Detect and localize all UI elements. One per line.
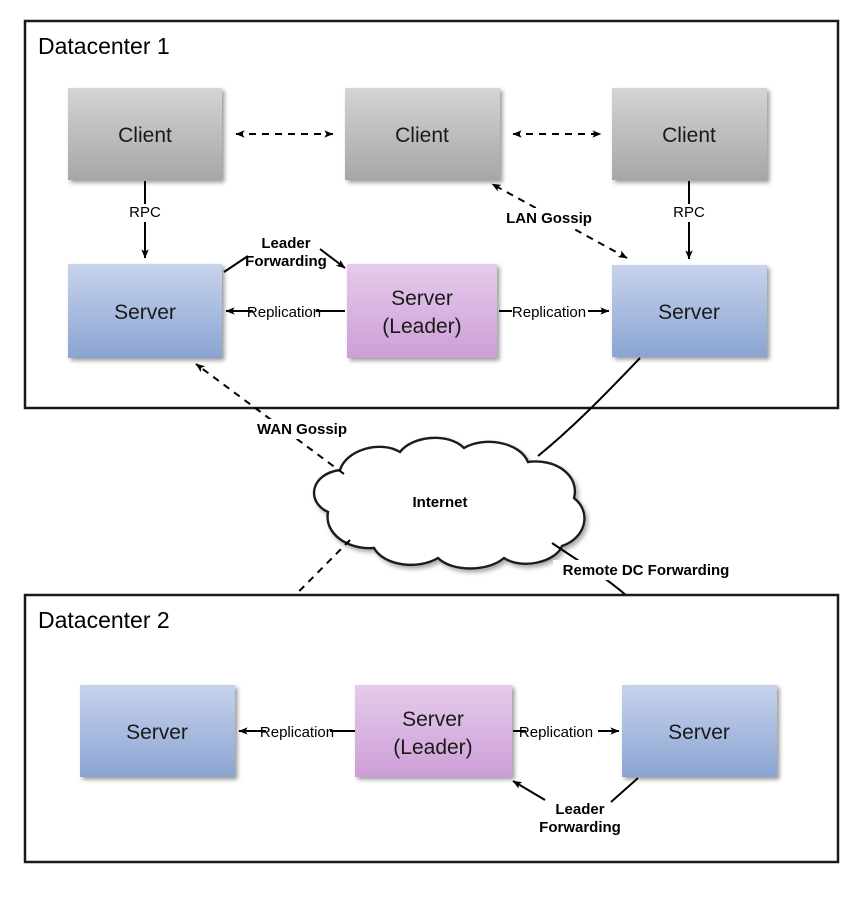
dc2-server-left-box[interactable] (80, 685, 235, 777)
dc1-client-right[interactable]: Client (612, 88, 767, 180)
dc2-server-left-label: Server (126, 721, 188, 744)
edge-leader-forwarding-dc2-head (512, 780, 546, 801)
dc1-server-leader-label-line1: Server (391, 287, 453, 310)
dc2-server-leader-label-line2: (Leader) (393, 736, 472, 759)
rpc-right-label-bg (661, 204, 717, 222)
edge-leader-forwarding-dc1-head (319, 248, 346, 269)
datacenter-2-title: Datacenter 2 (38, 607, 170, 633)
wan-gossip-label-bg (246, 419, 358, 439)
edge-leader-forwarding-dc2-tail (610, 777, 639, 803)
dc1-client-mid[interactable]: Client (345, 88, 500, 180)
remote-dc-forwarding-label-bg (553, 560, 739, 580)
dc2-server-left[interactable]: Server (80, 685, 235, 777)
dc2-server-right[interactable]: Server (622, 685, 777, 777)
dc1-server-right-label: Server (658, 301, 720, 324)
dc1-client-right-box[interactable] (612, 88, 767, 180)
dc1-client-right-label: Client (662, 124, 716, 147)
lan-gossip-label-bg (500, 208, 598, 228)
dc1-server-right[interactable]: Server (612, 265, 767, 357)
dc2-server-right-label: Server (668, 721, 730, 744)
datacenter-1-title: Datacenter 1 (38, 33, 170, 59)
dc1-client-left-box[interactable] (68, 88, 222, 180)
dc1-server-leader-box[interactable] (347, 264, 497, 358)
dc1-server-leader[interactable]: Server (Leader) (347, 264, 497, 358)
edge-dc1-server-right-to-cloud (537, 357, 641, 457)
dc1-server-left-box[interactable] (68, 264, 222, 358)
dc1-server-leader-label-line2: (Leader) (382, 315, 461, 338)
dc1-client-mid-label: Client (395, 124, 449, 147)
edge-leader-forwarding-dc1-tail (223, 255, 249, 273)
edge-label-replication-dc2-right: Replication (519, 724, 593, 741)
dc2-server-leader[interactable]: Server (Leader) (355, 685, 512, 777)
edge-label-wan-gossip: WAN Gossip (257, 421, 347, 438)
edge-label-rpc-left-text: RPC (129, 204, 161, 221)
dc2-server-right-box[interactable] (622, 685, 777, 777)
dc1-server-right-box[interactable] (612, 265, 767, 357)
dc1-server-left-label: Server (114, 301, 176, 324)
edge-label-leader-forwarding-dc1-line1: Leader (261, 235, 310, 252)
internet-cloud: Internet (312, 436, 586, 570)
rpc-left-label-bg (117, 204, 173, 222)
edge-label-replication-dc2-left: Replication (260, 724, 334, 741)
edge-label-lan-gossip: LAN Gossip (506, 210, 592, 227)
edge-label-remote-dc-forwarding: Remote DC Forwarding (563, 562, 730, 579)
edge-label-rpc-right: RPC (673, 204, 705, 221)
dc2-server-leader-label-line1: Server (402, 708, 464, 731)
edge-label-replication-dc1-left: Replication (247, 304, 321, 321)
edge-label-leader-forwarding-dc1-line2: Forwarding (245, 253, 327, 270)
edge-label-leader-forwarding-dc2-line1: Leader (555, 801, 604, 818)
dc1-server-left[interactable]: Server (68, 264, 222, 358)
dc1-client-mid-box[interactable] (345, 88, 500, 180)
dc2-server-leader-box[interactable] (355, 685, 512, 777)
edge-label-replication-dc1-right: Replication (512, 304, 586, 321)
internet-cloud-shape (312, 436, 586, 570)
dc1-client-left-label: Client (118, 124, 172, 147)
edge-label-leader-forwarding-dc2-line2: Forwarding (539, 819, 621, 836)
internet-cloud-label: Internet (412, 494, 467, 511)
dc1-client-left[interactable]: Client (68, 88, 222, 180)
